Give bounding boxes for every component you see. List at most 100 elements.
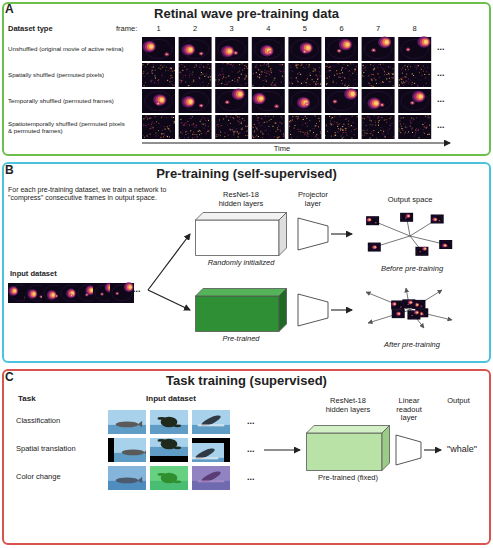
noise-pixel: [305, 68, 306, 69]
wave-blob: [344, 88, 357, 100]
noise-pixel: [392, 74, 393, 75]
noise-pixel: [326, 84, 327, 85]
noise-pixel: [424, 126, 425, 127]
noise-pixel: [242, 63, 243, 64]
projector-layer: [298, 294, 328, 326]
wave-blob: [55, 294, 58, 297]
noise-pixel: [234, 78, 235, 79]
noise-pixel: [349, 70, 350, 71]
noise-pixel: [353, 126, 354, 127]
noise-pixel: [403, 117, 404, 118]
noise-pixel: [327, 78, 328, 79]
noise-pixel: [346, 128, 347, 129]
wave-blob: [143, 41, 156, 53]
noise-pixel: [185, 82, 186, 83]
noise-pixel: [199, 65, 200, 66]
noise-pixel: [155, 78, 156, 79]
retina-outline: [112, 285, 132, 301]
noise-pixel: [305, 116, 306, 117]
noise-pixel: [180, 132, 181, 133]
noise-pixel: [353, 64, 354, 65]
noise-pixel: [291, 78, 292, 79]
noise-pixel: [389, 78, 390, 79]
noise-pixel: [244, 68, 245, 69]
noise-pixel: [201, 64, 202, 65]
noise-pixel: [164, 135, 165, 136]
noise-pixel: [399, 85, 400, 86]
noise-pixel: [308, 134, 309, 135]
wave-blob: [409, 301, 412, 304]
noise-pixel: [258, 122, 259, 123]
wave-blob: [405, 214, 410, 218]
wave-blob: [432, 217, 437, 221]
noise-pixel: [320, 84, 321, 85]
noise-pixel: [383, 69, 384, 70]
noise-pixel: [203, 124, 204, 125]
noise-pixel: [318, 83, 319, 84]
wave-blob: [433, 218, 437, 221]
noise-pixel: [189, 71, 190, 72]
noise-pixel: [173, 85, 174, 86]
noise-pixel: [156, 121, 157, 122]
noise-pixel: [334, 66, 335, 67]
noise-pixel: [378, 117, 379, 118]
noise-pixel: [189, 125, 190, 126]
retina-frame: [288, 115, 321, 139]
noise-pixel: [303, 132, 304, 133]
noise-pixel: [329, 67, 330, 68]
noise-pixel: [263, 65, 264, 66]
noise-pixel: [340, 120, 341, 121]
noise-pixel: [209, 68, 210, 69]
frame-background: [362, 115, 395, 139]
noise-pixel: [371, 79, 372, 80]
task-image: [184, 402, 238, 449]
noise-pixel: [157, 80, 158, 81]
noise-pixel: [184, 123, 185, 124]
retina-frame: [215, 88, 248, 113]
noise-pixel: [274, 136, 275, 137]
noise-pixel: [160, 65, 161, 66]
noise-pixel: [316, 125, 317, 126]
noise-pixel: [279, 70, 280, 71]
wave-blob: [343, 41, 350, 48]
noise-pixel: [393, 73, 394, 74]
wave-blob: [420, 305, 422, 307]
noise-pixel: [317, 79, 318, 80]
wave-blob: [300, 42, 313, 54]
noise-pixel: [423, 86, 424, 87]
noise-pixel: [255, 126, 256, 127]
block-front: [196, 296, 280, 332]
noise-pixel: [399, 131, 400, 132]
noise-pixel: [342, 126, 343, 127]
output-space: After pre-training: [356, 288, 468, 350]
noise-pixel: [295, 125, 296, 126]
noise-pixel: [182, 70, 183, 71]
noise-pixel: [171, 117, 172, 118]
wave-blob: [368, 219, 371, 222]
retina-outline: [403, 300, 414, 307]
noise-pixel: [374, 68, 375, 69]
noise-pixel: [263, 133, 264, 134]
noise-pixel: [163, 133, 164, 134]
noise-pixel: [303, 82, 304, 83]
noise-pixel: [215, 80, 216, 81]
noise-pixel: [417, 86, 418, 87]
image-content: [184, 402, 238, 449]
wave-blob: [50, 292, 55, 298]
noise-pixel: [340, 128, 341, 129]
noise-pixel: [330, 123, 331, 124]
frame-number: 7: [362, 25, 395, 34]
noise-pixel: [424, 68, 425, 69]
noise-pixel: [291, 67, 292, 68]
noise-pixel: [143, 135, 144, 136]
noise-pixel: [144, 137, 145, 138]
noise-pixel: [143, 71, 144, 72]
ellipsis: ...: [133, 284, 149, 294]
noise-pixel: [170, 68, 171, 69]
noise-pixel: [299, 72, 300, 73]
noise-pixel: [164, 126, 165, 127]
noise-pixel: [208, 131, 209, 132]
noise-pixel: [186, 123, 187, 124]
noise-pixel: [196, 134, 197, 135]
noise-pixel: [152, 122, 153, 123]
